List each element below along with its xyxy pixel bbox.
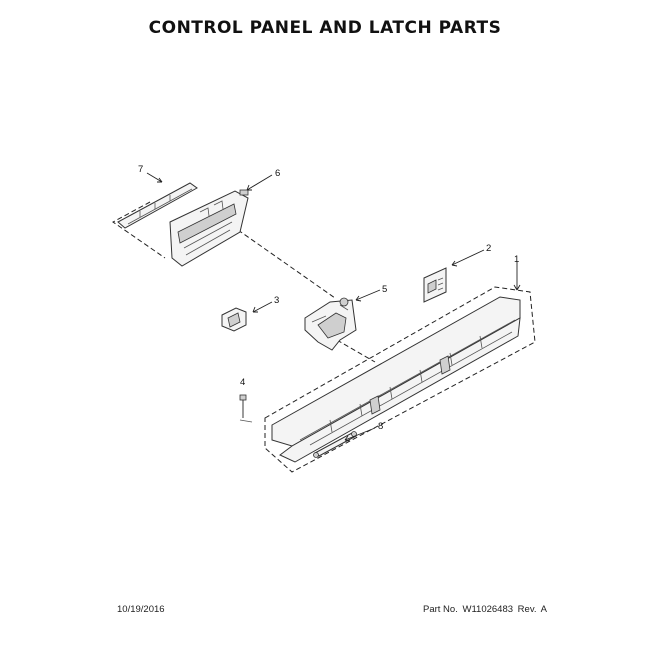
callout-numbers: 7 6 2 1 3 5 4 8 xyxy=(138,164,519,432)
callout-3: 3 xyxy=(274,295,279,306)
callout-leaders xyxy=(146,172,521,442)
callout-7: 7 xyxy=(138,164,143,175)
part-number: W11026483 xyxy=(462,604,514,615)
part-2-label xyxy=(423,267,447,303)
part-6-control-housing xyxy=(169,189,249,267)
part-5-latch-assembly xyxy=(304,297,357,351)
part-number-label: Part No. xyxy=(423,604,458,615)
page-title: CONTROL PANEL AND LATCH PARTS xyxy=(148,18,502,38)
part-3-bracket xyxy=(221,307,247,332)
part-4-screw xyxy=(239,394,253,423)
assembly-dashed-lines xyxy=(112,201,536,473)
footer-date: 10/19/2016 xyxy=(117,604,165,615)
revision-value: A xyxy=(540,604,547,615)
part-7-trim-strip xyxy=(117,182,198,229)
footer-part-info: Part No. W11026483 Rev. A xyxy=(423,604,549,615)
callout-5: 5 xyxy=(382,284,387,295)
callout-2: 2 xyxy=(486,243,491,254)
callout-8: 8 xyxy=(378,421,383,432)
part-1-control-panel xyxy=(271,296,521,463)
callout-1: 1 xyxy=(514,254,519,265)
callout-4: 4 xyxy=(240,377,245,388)
callout-6: 6 xyxy=(275,168,280,179)
revision-label: Rev. xyxy=(517,604,537,615)
